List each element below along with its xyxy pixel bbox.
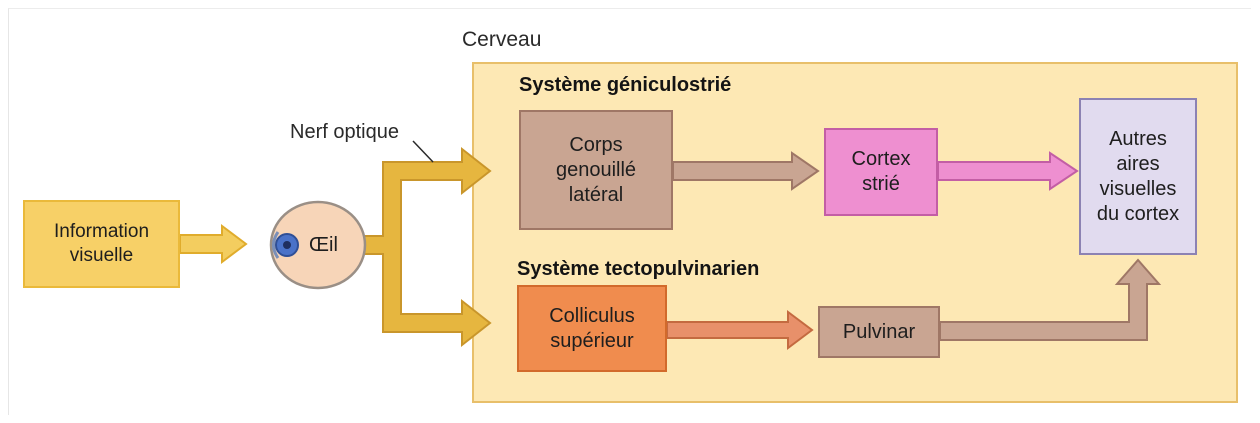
other-visual-areas-box: Autres aires visuelles du cortex [1079, 98, 1197, 255]
optic-nerve-label: Nerf optique [290, 121, 399, 143]
visual-information-box: Information visuelle [23, 200, 180, 288]
arrow-pulvinar-to-other-areas [939, 258, 1162, 341]
geniculostriate-system-heading: Système géniculostrié [519, 74, 732, 96]
pulvinar-box: Pulvinar [818, 306, 940, 358]
eye-icon [269, 200, 367, 290]
lateral-geniculate-box: Corps genouillé latéral [519, 110, 673, 230]
input-arrow [179, 224, 248, 264]
arrow-geniculate-to-cortex [672, 151, 820, 191]
tectopulvinar-system-heading: Système tectopulvinarien [517, 258, 760, 280]
arrow-cortex-to-other-areas [937, 151, 1079, 191]
nerf-leader-line [412, 140, 434, 163]
striate-cortex-box: Cortex strié [824, 128, 938, 216]
eye-label: Œil [309, 234, 338, 256]
optic-nerve-fork [363, 146, 492, 348]
superior-colliculus-box: Colliculus supérieur [517, 285, 667, 372]
brain-label: Cerveau [462, 28, 542, 51]
arrow-colliculus-to-pulvinar [666, 310, 814, 350]
figure-frame [8, 8, 1251, 415]
